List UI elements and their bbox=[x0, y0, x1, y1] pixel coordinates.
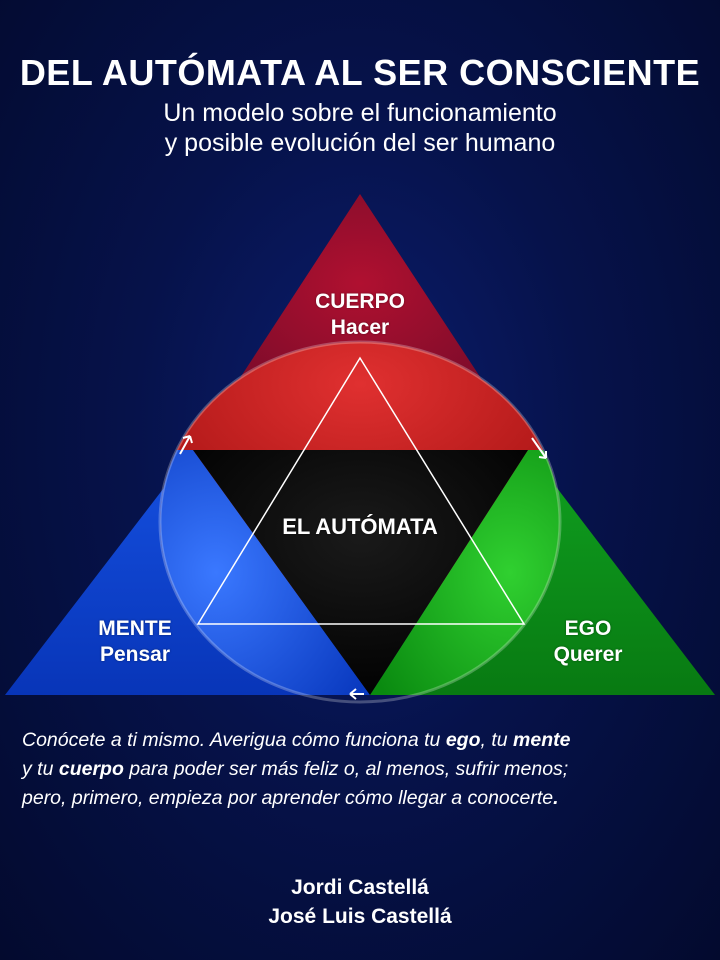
ego-label: EGO Querer bbox=[553, 617, 623, 666]
arrow-icon-right bbox=[531, 437, 547, 459]
subtitle-line-1: Un modelo sobre el funcionamiento bbox=[163, 99, 557, 127]
author-1: Jordi Castellá bbox=[291, 876, 429, 899]
cuerpo-label: CUERPO Hacer bbox=[315, 290, 405, 339]
subtitle-line-2: y posible evolución del ser humano bbox=[164, 129, 556, 157]
intro-paragraph: Conócete a ti mismo. Averigua cómo funci… bbox=[22, 729, 571, 809]
automata-label: EL AUTÓMATA bbox=[282, 514, 438, 539]
arrow-icon-left bbox=[179, 435, 193, 455]
automata-sphere bbox=[160, 342, 560, 695]
triad-diagram bbox=[5, 194, 715, 704]
mente-label: MENTE Pensar bbox=[98, 617, 172, 666]
author-2: José Luis Castellá bbox=[268, 905, 452, 928]
arrow-icon-bottom bbox=[349, 688, 364, 700]
page-title: DEL AUTÓMATA AL SER CONSCIENTE bbox=[19, 52, 701, 93]
inner-triangle bbox=[196, 356, 526, 625]
